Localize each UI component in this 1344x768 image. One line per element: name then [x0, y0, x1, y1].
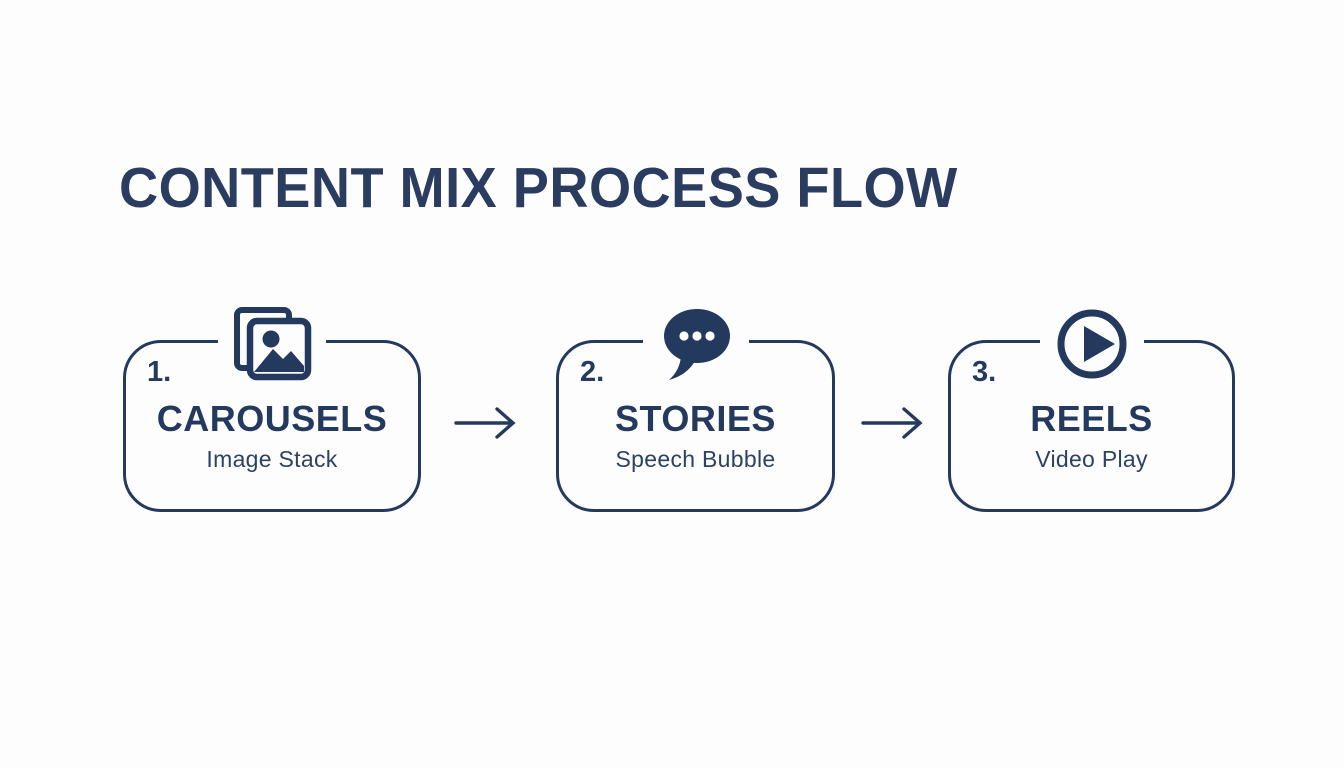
step-box-carousels: 1. CAROUSELS Image Stack — [123, 306, 421, 512]
arrow-right-icon — [860, 404, 930, 442]
step-number: 1. — [147, 356, 172, 388]
step-number: 2. — [580, 356, 605, 388]
step-label: REELS — [1030, 398, 1153, 439]
step-number: 3. — [972, 356, 997, 388]
step-content: CAROUSELS Image Stack — [126, 399, 418, 473]
step-box-reels: 3. REELS Video Play — [948, 306, 1235, 512]
image-stack-icon — [218, 306, 326, 394]
step-content: REELS Video Play — [951, 399, 1232, 473]
step-sublabel: Video Play — [1035, 445, 1148, 472]
page-title: CONTENT MIX PROCESS FLOW — [119, 156, 958, 220]
speech-bubble-icon — [642, 306, 749, 388]
step-sublabel: Image Stack — [206, 445, 338, 472]
step-content: STORIES Speech Bubble — [559, 399, 832, 473]
arrow-right-icon — [453, 404, 523, 442]
step-sublabel: Speech Bubble — [615, 445, 776, 472]
step-label: STORIES — [615, 398, 776, 439]
step-box-stories: 2. STORIES Speech Bubble — [556, 306, 835, 512]
play-circle-icon — [1039, 306, 1144, 382]
step-label: CAROUSELS — [156, 398, 388, 439]
